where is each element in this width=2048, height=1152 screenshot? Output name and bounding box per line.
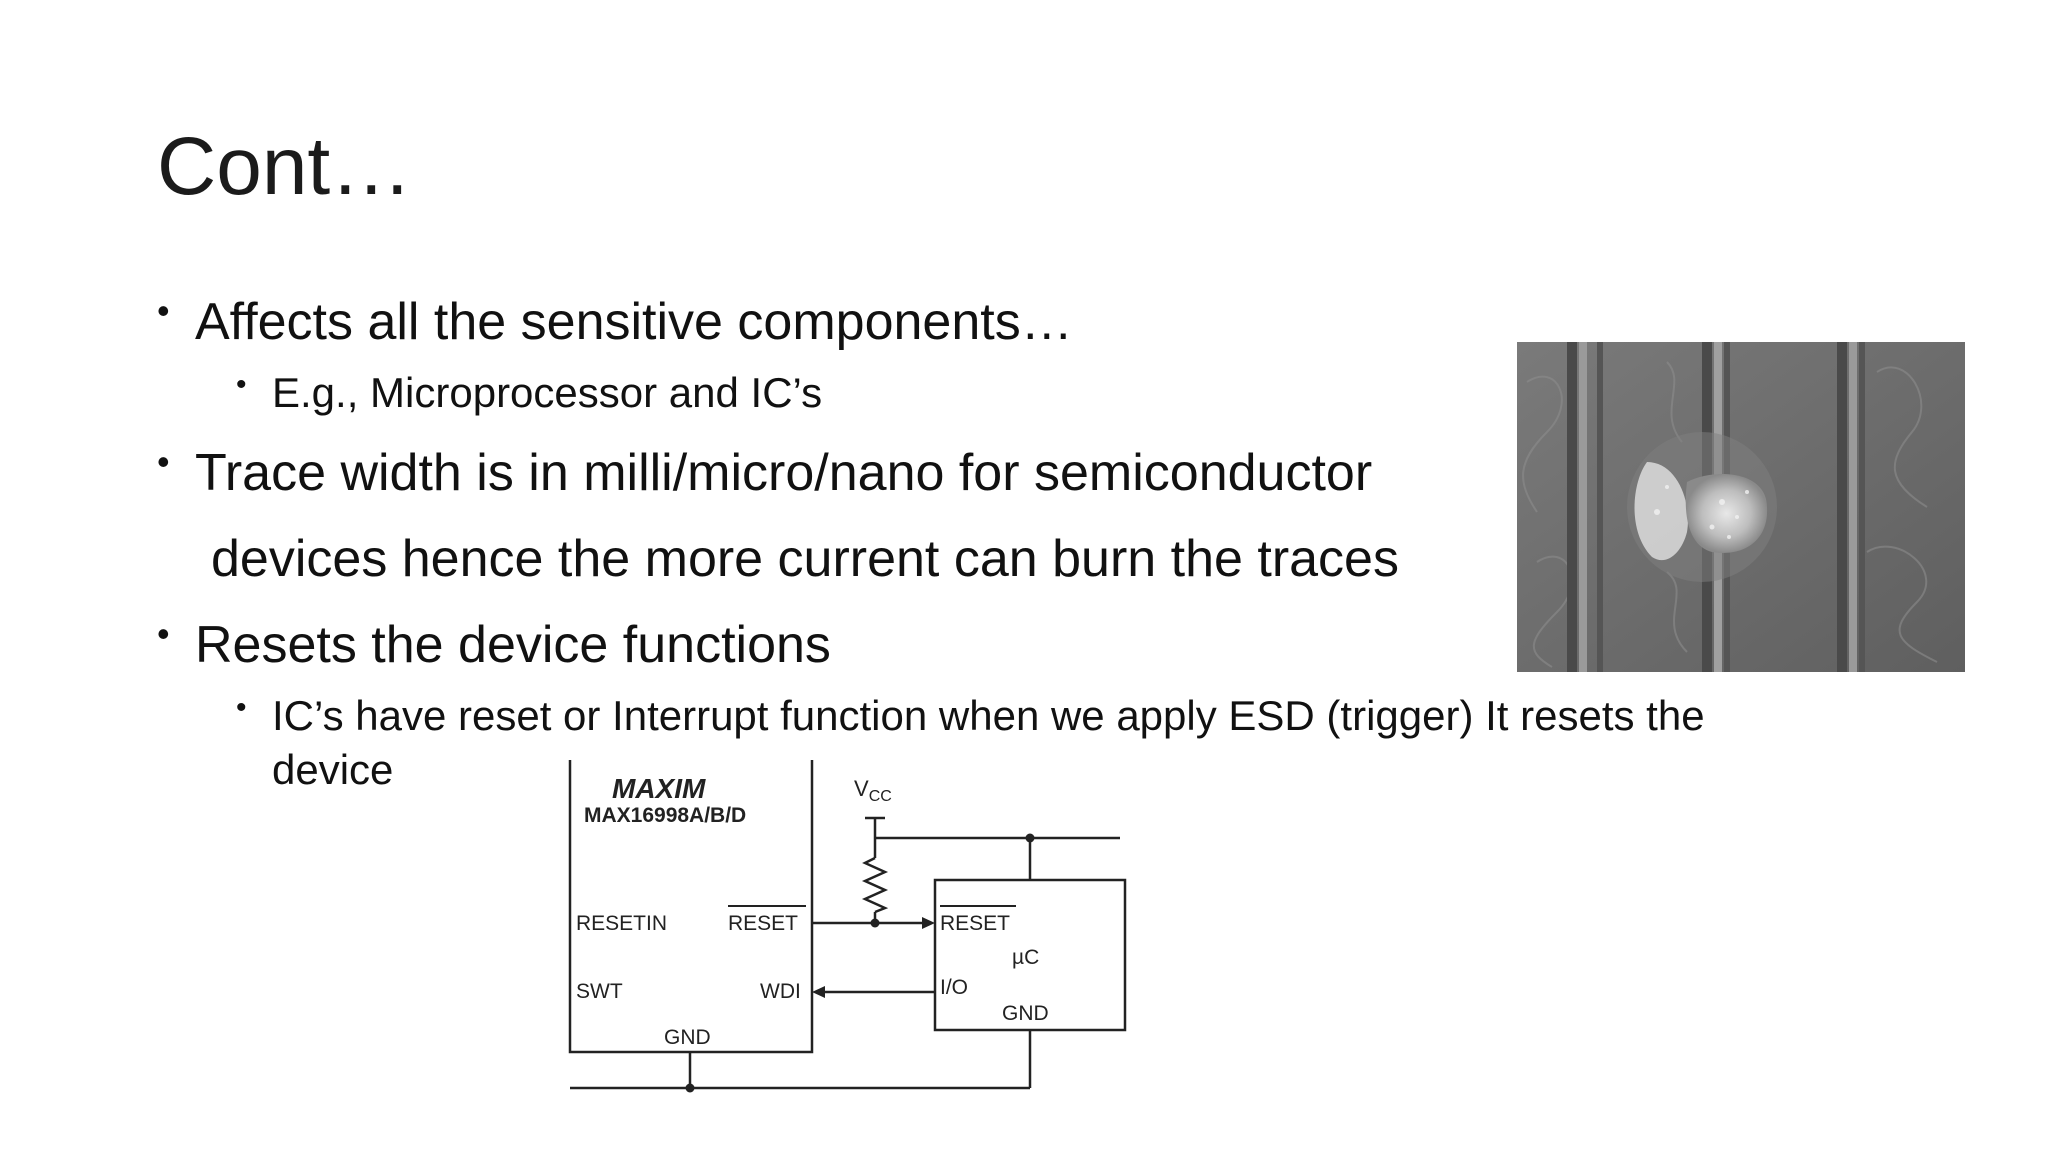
pin-wdi: WDI xyxy=(760,980,801,1003)
bullet-dot: • xyxy=(157,441,170,482)
bullet-text: Trace width is in milli/micro/nano for s… xyxy=(195,444,1373,502)
pin-resetin: RESETIN xyxy=(576,912,667,935)
reset-circuit-diagram: MAXIM MAX16998A/B/D VCC RESETIN SWT RESE… xyxy=(568,760,1127,1093)
ic-part-number: MAX16998A/B/D xyxy=(584,804,746,827)
pin-swt: SWT xyxy=(576,980,623,1003)
bullet-text: Resets the device functions xyxy=(195,616,831,674)
ic-gnd-label: GND xyxy=(664,1026,711,1049)
bullet-continuation: device xyxy=(272,746,393,794)
esd-damage-image xyxy=(1517,342,1965,672)
bullet-continuation: devices hence the more current can burn … xyxy=(211,529,1399,589)
bullet-dot: • xyxy=(236,691,247,724)
bullet-dot: • xyxy=(157,290,170,331)
bullet-dot: • xyxy=(157,613,170,654)
bullet-dot: • xyxy=(236,368,247,401)
bullet-text: devices hence the more current can burn … xyxy=(211,530,1399,588)
bullet-text: device xyxy=(272,746,394,793)
bullet-text: IC’s have reset or Interrupt function wh… xyxy=(272,692,1705,739)
vcc-label: VCC xyxy=(854,776,892,805)
esd-damage-photo xyxy=(1517,342,1965,672)
pin-reset: RESET xyxy=(728,912,798,935)
maxim-logo: MAXIM xyxy=(612,773,706,804)
bullet-text: Affects all the sensitive components… xyxy=(195,293,1073,351)
bullet-text: E.g., Microprocessor and IC’s xyxy=(272,369,823,416)
uc-gnd-label: GND xyxy=(1002,1002,1049,1025)
uc-pin-reset: RESET xyxy=(940,912,1010,935)
uc-pin-io: I/O xyxy=(940,976,968,999)
uc-label: µC xyxy=(1012,946,1039,969)
slide-title: Cont… xyxy=(157,121,413,212)
